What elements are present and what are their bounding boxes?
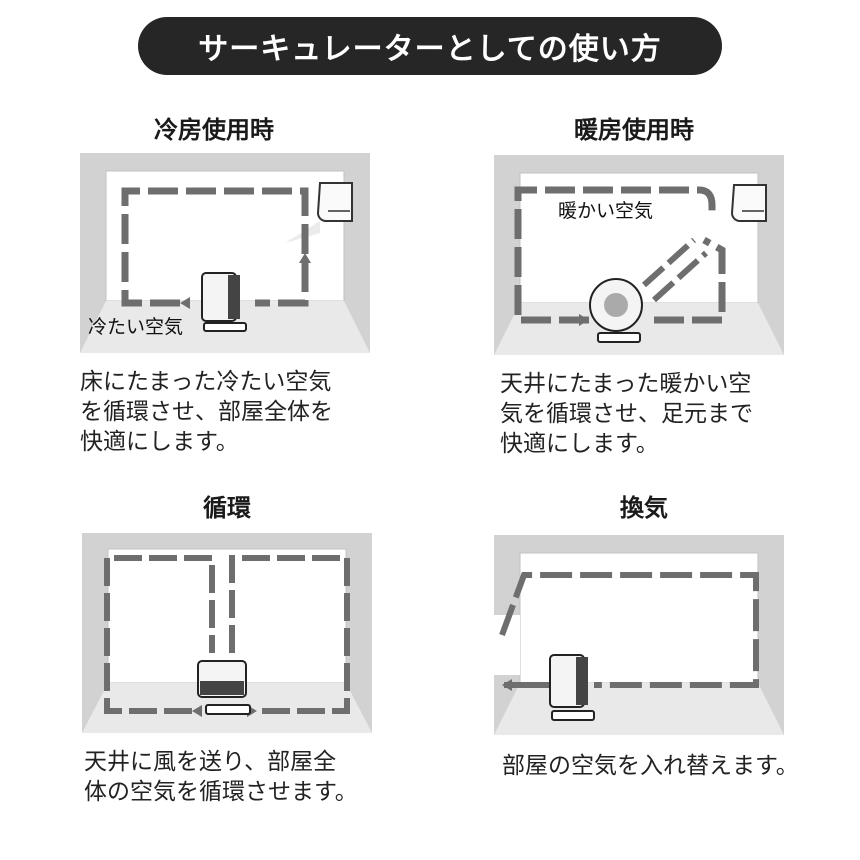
circulator-fan-icon <box>197 660 251 715</box>
panel-ventilation-title: 換気 <box>620 494 668 522</box>
heating-air-label: 暖かい空気 <box>558 200 653 222</box>
panel-heating-description: 天井にたまった暖かい空 気を循環させ、足元まで 快適にします。 <box>500 371 753 457</box>
panel-heating-title: 暖房使用時 <box>574 116 694 144</box>
cooling-room-illustration: 冷たい空気 <box>80 153 370 353</box>
heating-room-illustration: 暖かい空気 <box>494 155 784 355</box>
panel-ventilation-description: 部屋の空気を入れ替えます。 <box>502 753 799 779</box>
cooling-air-label: 冷たい空気 <box>88 316 183 338</box>
panel-circulation-description: 天井に風を送り、部屋全 体の空気を循環させます。 <box>84 749 358 805</box>
circulator-fan-icon <box>201 272 247 332</box>
circulator-fan-icon <box>549 654 595 721</box>
air-conditioner-icon <box>316 182 353 222</box>
header-title: サーキュレーターとしての使い方 <box>198 32 662 67</box>
circulator-fan-icon <box>589 278 643 343</box>
circulation-room-illustration <box>82 533 372 733</box>
ventilation-room-illustration <box>494 535 784 735</box>
panel-cooling-title: 冷房使用時 <box>154 116 274 144</box>
header-banner: サーキュレーターとしての使い方 <box>138 17 722 75</box>
panel-circulation-title: 循環 <box>203 494 251 522</box>
panel-cooling-description: 床にたまった冷たい空気 を循環させ、部屋全体を 快適にします。 <box>80 369 333 455</box>
air-conditioner-icon <box>730 184 767 222</box>
